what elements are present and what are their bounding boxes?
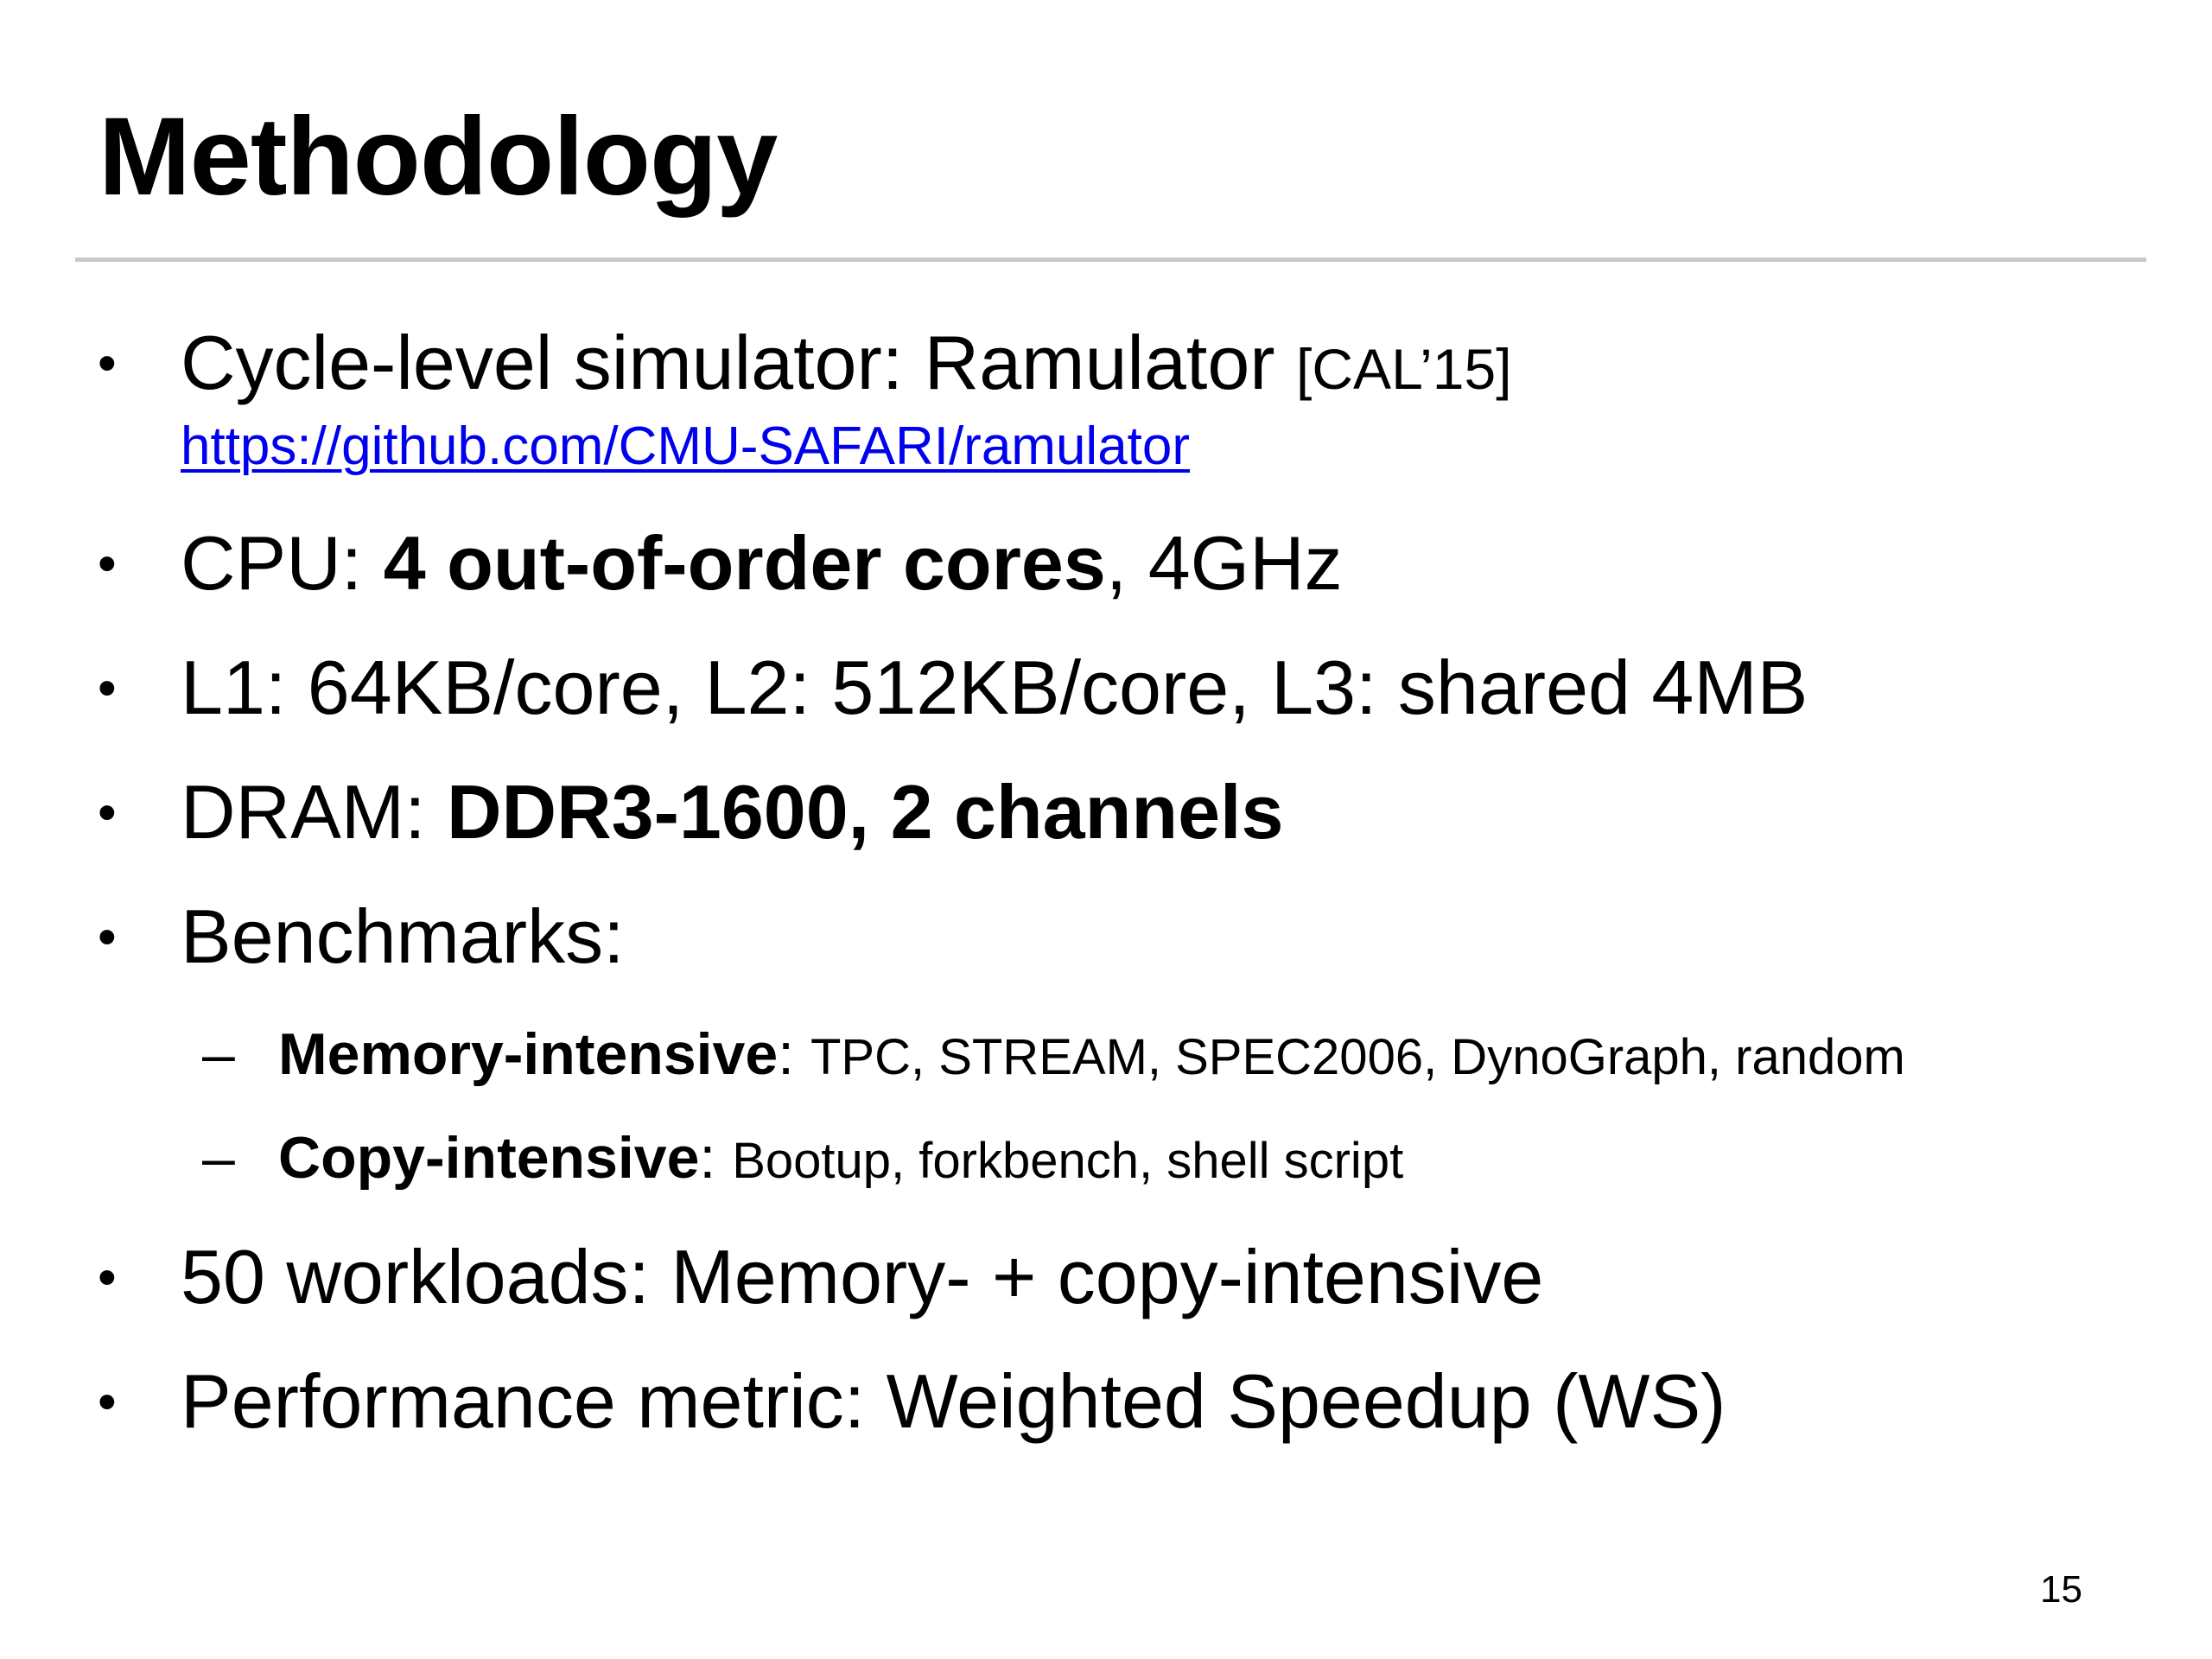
bullet-prefix: DRAM: — [181, 769, 447, 855]
subbullet-copy-intensive: – Copy-intensive: Bootup, forkbench, she… — [202, 1128, 1404, 1189]
title-divider — [75, 257, 2146, 262]
bullet-marker: • — [98, 534, 117, 594]
bullet-marker: • — [98, 1372, 117, 1432]
subbullet-text: TPC, STREAM, SPEC2006, DynoGraph, random — [810, 1029, 1905, 1085]
subbullet-bold: Memory-intensive — [278, 1021, 779, 1087]
bullet-marker: • — [98, 334, 117, 393]
subbullet-colon: : — [778, 1021, 810, 1087]
bullet-marker: • — [98, 907, 117, 967]
subbullet-colon: : — [699, 1125, 733, 1191]
bullet-cpu: • CPU: 4 out-of-order cores, 4GHz — [98, 525, 1343, 601]
bullet-dram: • DRAM: DDR3-1600, 2 channels — [98, 774, 1283, 850]
bullet-marker: • — [98, 783, 117, 842]
page-number: 15 — [2040, 1568, 2082, 1611]
bullet-bold: 4 out-of-order cores — [383, 520, 1106, 606]
bullet-bold: DDR3-1600, 2 channels — [447, 769, 1284, 855]
bullet-text: L1: 64KB/core, L2: 512KB/core, L3: share… — [181, 645, 1808, 730]
subbullet-text: Bootup, forkbench, shell script — [732, 1133, 1404, 1189]
bullet-marker: • — [98, 658, 117, 718]
dash-marker: – — [202, 1021, 235, 1087]
ramulator-link[interactable]: https://github.com/CMU-SAFARI/ramulator — [181, 416, 1191, 476]
bullet-simulator: • Cycle-level simulator: Ramulator [CAL’… — [98, 325, 1512, 401]
bullet-workloads: • 50 workloads: Memory- + copy-intensive — [98, 1239, 1543, 1315]
bullet-text: Performance metric: Weighted Speedup (WS… — [181, 1358, 1726, 1444]
subbullet-bold: Copy-intensive — [278, 1125, 700, 1191]
bullet-benchmarks: • Benchmarks: — [98, 899, 625, 975]
bullet-caches: • L1: 64KB/core, L2: 512KB/core, L3: sha… — [98, 650, 1808, 726]
dash-marker: – — [202, 1125, 235, 1191]
bullet-metric: • Performance metric: Weighted Speedup (… — [98, 1363, 1726, 1440]
bullet-suffix: , 4GHz — [1105, 520, 1343, 606]
bullet-text: 50 workloads: Memory- + copy-intensive — [181, 1234, 1544, 1319]
bullet-text: Cycle-level simulator: Ramulator — [181, 320, 1297, 405]
bullet-text: Benchmarks: — [181, 893, 625, 979]
slide-title: Methodology — [99, 95, 778, 219]
citation: [CAL’15] — [1296, 337, 1512, 401]
bullet-prefix: CPU: — [181, 520, 384, 606]
subbullet-memory-intensive: – Memory-intensive: TPC, STREAM, SPEC200… — [202, 1025, 1905, 1085]
bullet-marker: • — [98, 1248, 117, 1307]
